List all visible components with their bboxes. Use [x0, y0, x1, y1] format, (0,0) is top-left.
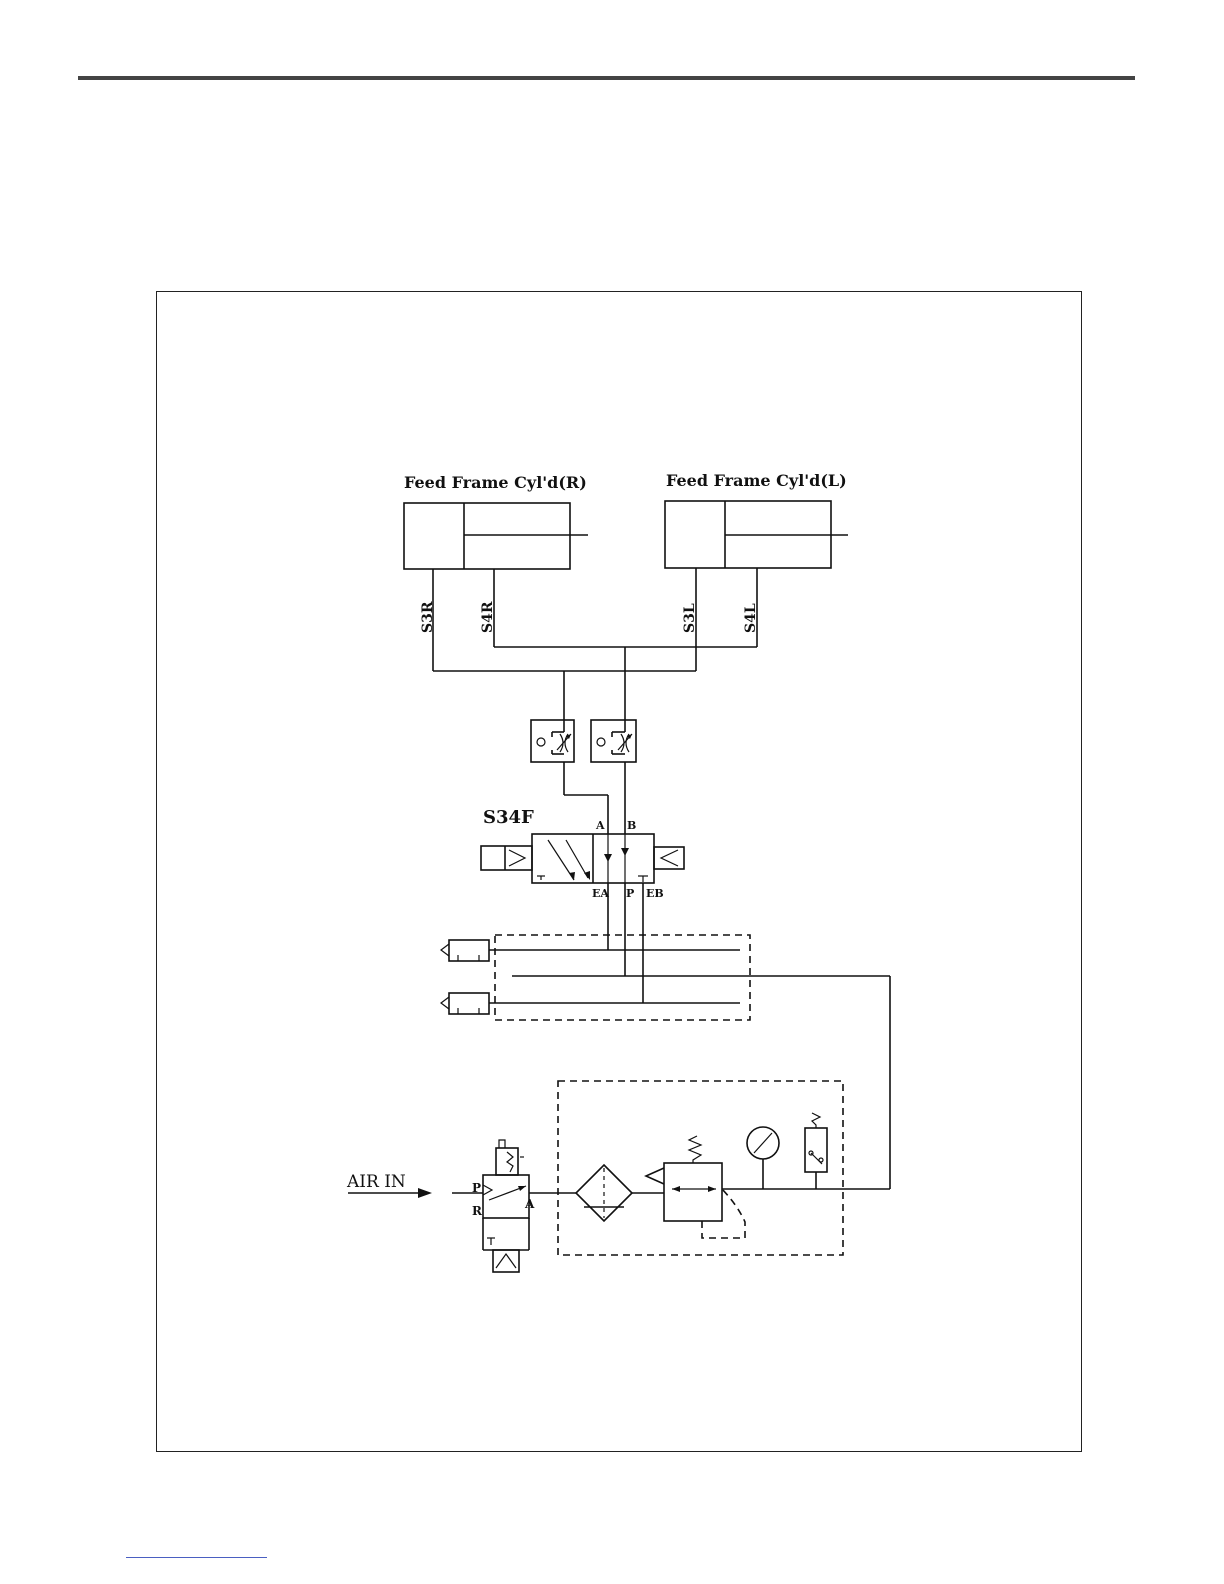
cylinder-left — [665, 501, 848, 568]
silencer-lower-icon — [441, 993, 489, 1014]
inlet-port-a: A — [524, 1197, 535, 1211]
silencer-upper-icon — [441, 940, 489, 961]
port-label-s4l: S4L — [743, 603, 759, 633]
valve-label: S34F — [483, 807, 534, 828]
exhaust-manifold — [489, 883, 890, 1189]
cylinder-piping — [433, 568, 757, 732]
flow-control-valve-b-icon — [591, 720, 636, 762]
valve-port-b: B — [627, 819, 636, 832]
port-label-s3r: S3R — [420, 601, 436, 633]
cylinder-right-label: Feed Frame Cyl'd(R) — [404, 473, 587, 492]
air-in-label: AIR IN — [346, 1172, 406, 1192]
valve-port-eb: EB — [646, 887, 664, 900]
flow-control-valve-a-icon — [531, 720, 574, 762]
shutoff-valve-icon — [483, 1140, 529, 1272]
pressure-gauge-icon — [747, 1127, 779, 1189]
port-label-s3l: S3L — [682, 603, 698, 633]
solenoid-valve-s34f — [481, 834, 684, 883]
port-label-s4r: S4R — [480, 601, 496, 633]
inlet-port-p: P — [472, 1181, 481, 1195]
inlet-port-r: R — [472, 1204, 483, 1218]
cylinder-left-label: Feed Frame Cyl'd(L) — [666, 471, 847, 490]
valve-port-p: P — [626, 887, 634, 900]
pressure-switch-icon — [805, 1113, 827, 1189]
regulator-icon — [646, 1136, 745, 1238]
valve-port-a: A — [595, 819, 605, 832]
cylinder-right — [404, 503, 588, 569]
filter-icon — [576, 1165, 632, 1221]
valve-feed-lines — [564, 762, 625, 834]
valve-port-ea: EA — [592, 887, 609, 900]
